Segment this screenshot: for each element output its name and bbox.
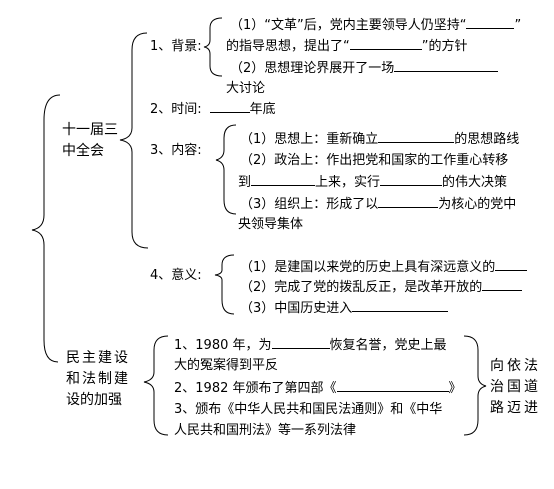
blank-field[interactable] — [349, 37, 422, 50]
background-item1-line2-text-a: 的指导思想，提出了“ — [226, 39, 350, 54]
content-item3-line1: （3）组织上：形成了以 为核心的党中 — [240, 195, 516, 213]
background-item1-line2: 的指导思想，提出了“ ”的方针 — [226, 37, 468, 55]
significance-item2: （2）完成了党的拨乱反正，是改革开放的 — [240, 278, 523, 296]
significance-item1: （1）是建国以来党的历史上具有深远意义的 — [240, 258, 528, 276]
content-item2-line2: 到 上来，实行 的伟大决策 — [238, 173, 507, 191]
democracy-label-line1: 民主建设 — [66, 350, 130, 366]
background-brace — [203, 17, 223, 77]
content-item3-line2: 央领导集体 — [238, 217, 304, 232]
blank-field[interactable] — [482, 278, 523, 291]
content-item3-text-a: （3）组织上：形成了以 — [240, 197, 379, 212]
background-item1-line1: （1）“文革”后，党内主要领导人仍坚持“ ” — [230, 16, 521, 34]
democracy-brace — [143, 335, 169, 436]
blank-field[interactable] — [380, 173, 443, 186]
background-item2-line2: 大讨论 — [226, 81, 266, 96]
blank-field[interactable] — [378, 130, 455, 143]
content-item2-line1: （2）政治上：作出把党和国家的工作重心转移 — [240, 153, 509, 168]
blank-field[interactable] — [378, 195, 439, 208]
significance-heading: 4、意义: — [150, 268, 202, 283]
time-heading: 2、时间: — [150, 102, 202, 117]
democracy-label-line2: 和法制建 — [66, 371, 130, 387]
background-item1-text-a: （1）“文革”后，党内主要领导人仍坚持“ — [230, 18, 467, 33]
blank-field[interactable] — [209, 100, 250, 113]
blank-field[interactable] — [251, 173, 316, 186]
significance-brace — [214, 254, 235, 315]
democracy-item1-text-b: 恢复名誉，党史上最 — [329, 338, 447, 353]
democracy-item1-line2: 大的冤案得到平反 — [174, 358, 279, 373]
democracy-label-line3: 设的加强 — [66, 392, 122, 408]
significance-item3: （3）中国历史进入 — [240, 299, 449, 317]
democracy-item2-text-b: 》 — [448, 381, 462, 396]
content-item2-text-c: 的伟大决策 — [442, 175, 508, 190]
main-brace — [31, 94, 61, 363]
content-item2-text-b: 上来，实行 — [315, 175, 381, 190]
session-brace — [119, 32, 149, 249]
background-item1-text-b: ” — [514, 18, 522, 33]
democracy-right-brace — [463, 335, 487, 436]
democracy-item2-text-a: 2、1982 年颁布了第四部《 — [174, 381, 337, 396]
background-heading: 1、背景: — [150, 39, 202, 54]
significance-item3-text: （3）中国历史进入 — [240, 301, 353, 316]
content-item1-text-a: （1）思想上：重新确立 — [240, 132, 379, 147]
time-row: 2、时间: 年底 — [150, 100, 276, 118]
blank-field[interactable] — [336, 379, 449, 392]
blank-field[interactable] — [352, 299, 449, 312]
background-item2-line1: （2）思想理论界展开了一场 — [230, 59, 499, 77]
session-label-line1: 十一届三 — [62, 122, 118, 138]
blank-field[interactable] — [394, 59, 499, 72]
blank-field[interactable] — [466, 16, 515, 29]
content-item3-text-b: 为核心的党中 — [438, 197, 517, 212]
session-label-line2: 中全会 — [62, 143, 104, 159]
time-suffix: 年底 — [249, 102, 276, 117]
content-item1: （1）思想上：重新确立 的思想路线 — [240, 130, 519, 148]
blank-field[interactable] — [271, 336, 330, 349]
democracy-item1-text-a: 1、1980 年，为 — [174, 338, 272, 353]
democracy-result-line3: 路迈进 — [490, 400, 541, 416]
background-item1-line2-text-b: ”的方针 — [421, 39, 468, 54]
significance-item1-text: （1）是建国以来党的历史上具有深远意义的 — [240, 260, 496, 275]
democracy-item2: 2、1982 年颁布了第四部《 》 — [174, 379, 462, 397]
democracy-result-line1: 向依法 — [490, 358, 541, 374]
significance-item2-text: （2）完成了党的拨乱反正，是改革开放的 — [240, 280, 483, 295]
content-item2-text-a: 到 — [238, 175, 252, 190]
content-heading: 3、内容: — [150, 143, 202, 158]
background-item2-text: （2）思想理论界展开了一场 — [230, 61, 395, 76]
democracy-item3-line2: 人民共和国刑法》等一系列法律 — [174, 423, 357, 438]
democracy-item3-line1: 3、颁布《中华人民共和国民法通则》和《中华 — [174, 402, 443, 417]
blank-field[interactable] — [495, 258, 528, 271]
democracy-result-line2: 治国道 — [490, 379, 541, 395]
democracy-item1-line1: 1、1980 年，为 恢复名誉，党史上最 — [174, 336, 447, 354]
content-item1-text-b: 的思想路线 — [454, 132, 520, 147]
content-brace — [215, 124, 237, 215]
